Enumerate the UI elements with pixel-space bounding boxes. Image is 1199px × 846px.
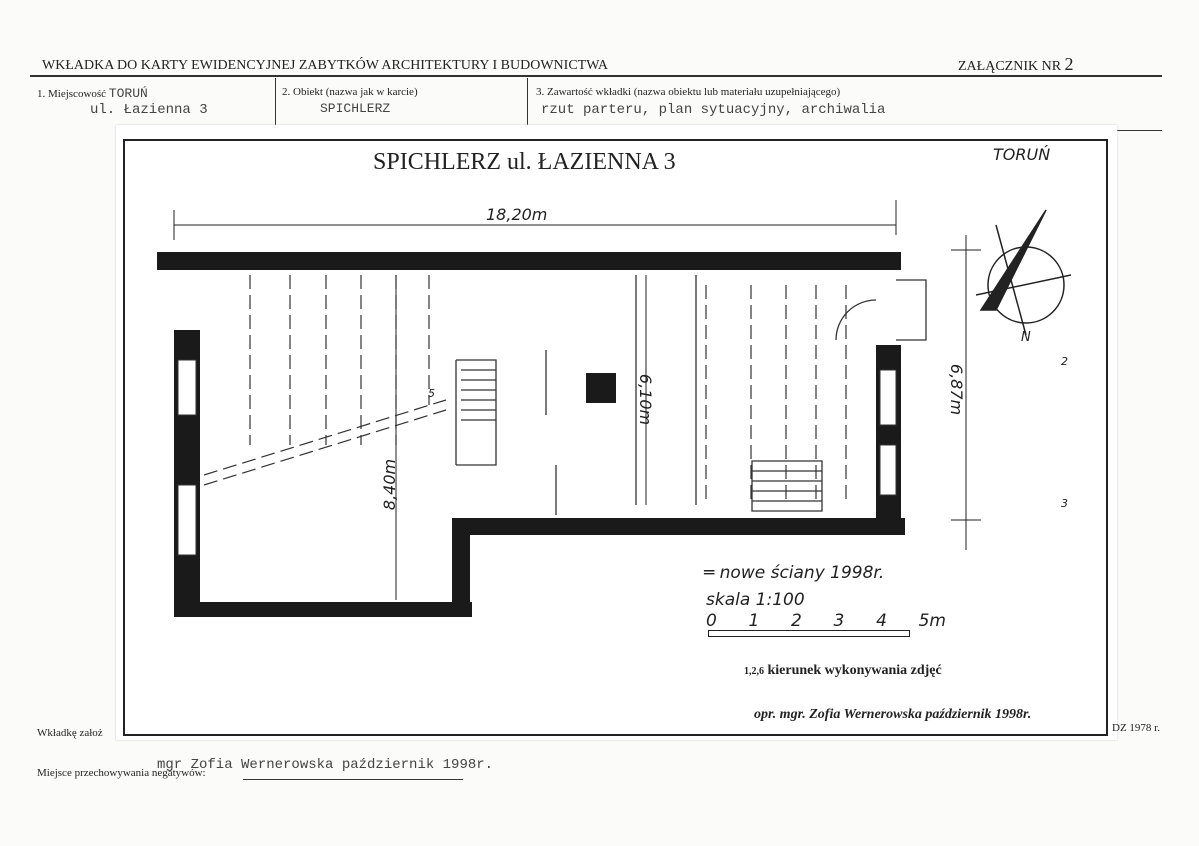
field-place: 1. Miejscowość TORUŃ [37,86,148,101]
dim-middle: 6,10m [636,373,656,426]
negatives-label: Miejsce przechowywania negatywów: [37,767,206,779]
scale-tick: 4 [876,611,887,631]
windows [177,359,897,556]
photo-mark: 2 [1061,355,1068,368]
legend-new-walls: ═ nowe ściany 1998r. [704,563,885,583]
row-rule [1117,130,1162,131]
dim-left: 8,40m [380,458,400,511]
scale-bar [708,630,910,637]
legend-new-walls-text: nowe ściany 1998r. [719,563,885,583]
field-divider [527,78,528,130]
scale-ticks: 0 1 2 3 4 5m [706,611,946,631]
photo-legend: 1,2,6 kierunek wykonywania zdjęć [744,663,942,679]
field-contents-value: rzut parteru, plan sytuacyjny, archiwali… [541,102,886,118]
scale-tick: 0 [706,611,717,631]
annex-label: ZAŁĄCZNIK NR 2 [958,54,1074,75]
plan-author: opr. mgr. Zofia Wernerowska październik … [754,707,1032,722]
floor-plan-drawing [123,139,1108,736]
field-contents-label: 3. Zawartość wkładki (nazwa obiektu lub … [536,86,841,98]
plan-border [123,139,1108,736]
field-street: ul. Łazienna 3 [90,102,208,118]
field-label: 1. Miejscowość [37,88,107,100]
established-label: Wkładkę założ [37,727,103,739]
dimension-lines [173,200,981,600]
north-arrow [975,209,1072,336]
negatives-value: mgr Zofia Wernerowska październik 1998r. [157,757,494,773]
field-object-label: 2. Obiekt (nazwa jak w karcie) [282,86,418,98]
negatives-underline [243,779,463,780]
photo-legend-mark: 1,2,6 [744,666,764,677]
dim-length: 18,20m [486,205,548,224]
photo-legend-text: kierunek wykonywania zdjęć [767,663,942,678]
annex-number: 2 [1064,54,1074,74]
walls [157,252,905,617]
scale-tick: 1 [748,611,760,631]
header-rule [30,75,1162,77]
field-value: TORUŃ [108,86,148,101]
interior-lines [455,275,927,515]
form-title: WKŁADKA DO KARTY EWIDENCYJNEJ ZABYTKÓW A… [42,58,608,73]
annex-text: ZAŁĄCZNIK NR [958,59,1062,74]
north-label: N [1021,330,1031,345]
scale-label: skala 1:100 [706,590,805,610]
new-walls [203,275,847,505]
scale-tick: 5m [918,611,946,631]
plan-city: TORUŃ [993,145,1051,164]
dim-right: 6,87m [947,363,967,416]
scale-tick: 3 [833,611,845,631]
photo-mark: 3 [1061,497,1068,510]
scale-tick: 2 [791,611,802,631]
established-tail: DZ 1978 r. [1112,722,1160,734]
plan-title: SPICHLERZ ul. ŁAZIENNA 3 [373,149,676,175]
field-object-value: SPICHLERZ [320,101,391,116]
field-divider [275,78,276,130]
photo-mark: 5 [428,387,435,400]
floor-plan-sheet: SPICHLERZ ul. ŁAZIENNA 3 TORUŃ 18,20m 8,… [116,125,1117,740]
